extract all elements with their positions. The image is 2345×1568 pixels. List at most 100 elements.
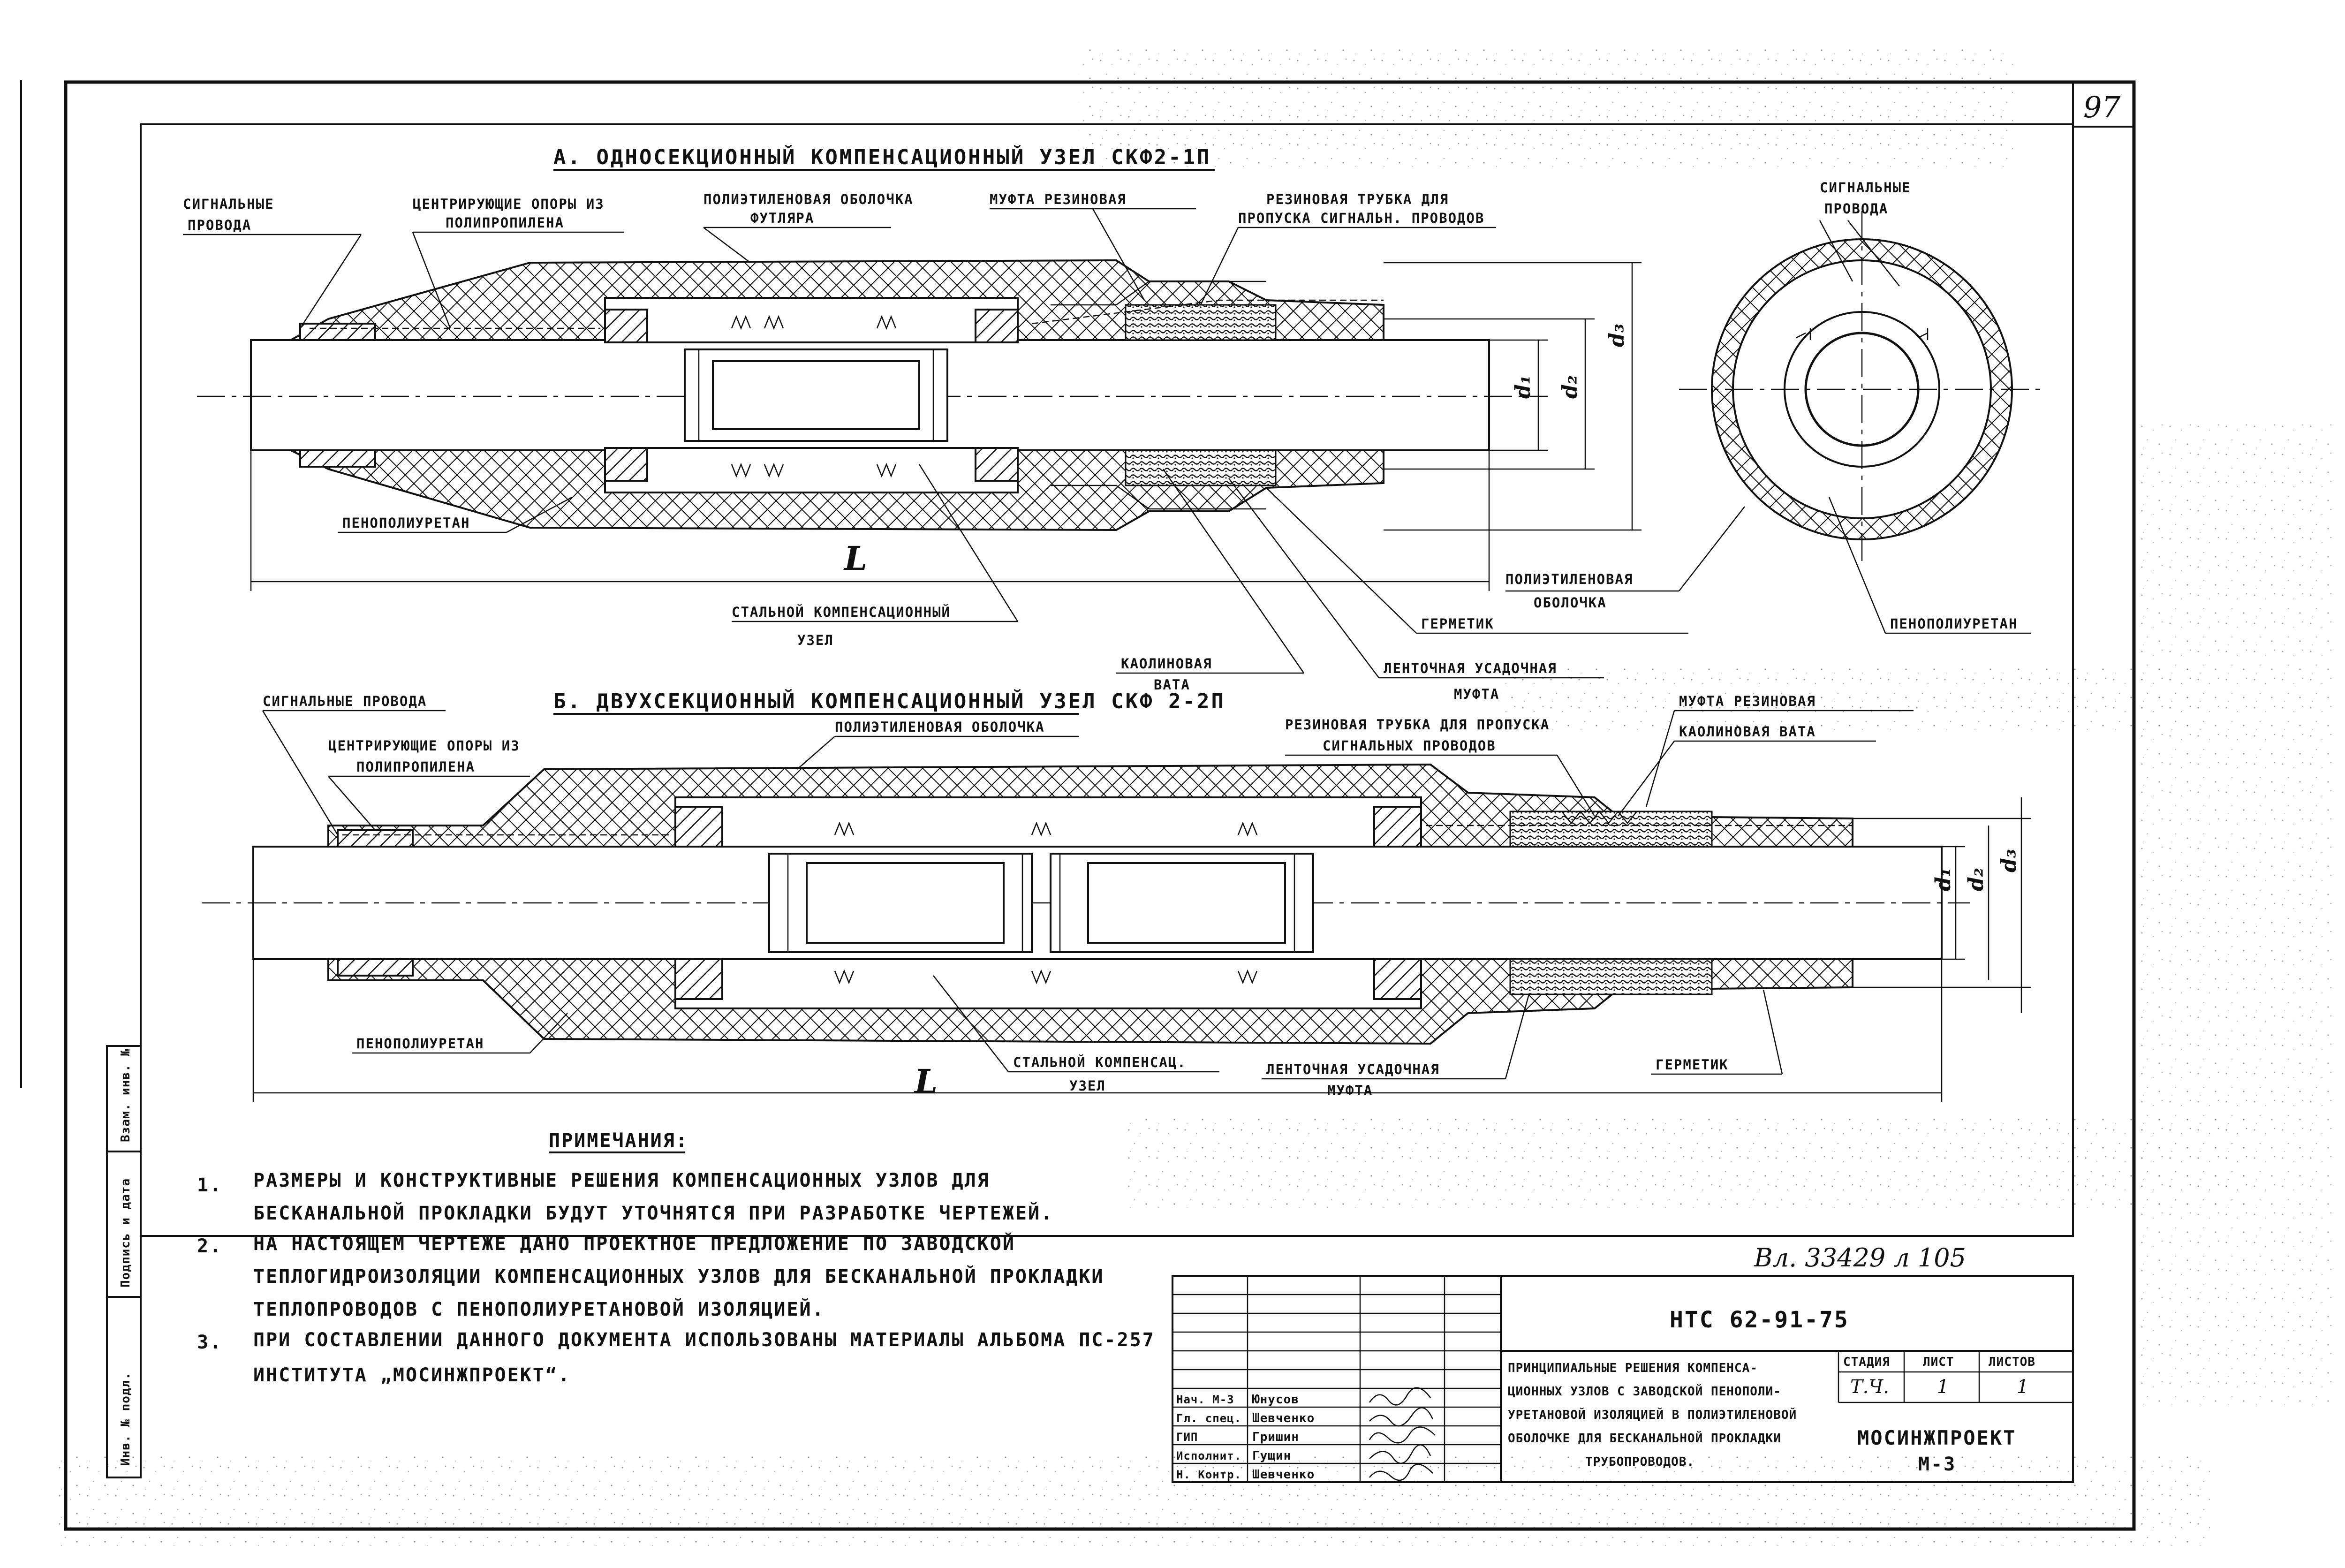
- a-label-centering-2: ПОЛИПРОПИЛЕНА: [446, 215, 564, 231]
- person-5-role: Н. Контр.: [1176, 1468, 1241, 1481]
- a-label-pe-shell-1: ПОЛИЭТИЛЕНОВАЯ ОБОЛОЧКА: [704, 191, 914, 207]
- b-label-tape-sleeve-2: МУФТА: [1327, 1083, 1373, 1098]
- a-label-kaolin-2: ВАТА: [1154, 677, 1190, 693]
- section-a-title: А. ОДНОСЕКЦИОННЫЙ КОМПЕНСАЦИОННЫЙ УЗЕЛ С…: [553, 144, 1211, 169]
- section-b-d1: d₁: [1931, 868, 1955, 891]
- note-1-line-1: РАЗМЕРЫ И КОНСТРУКТИВНЫЕ РЕШЕНИЯ КОМПЕНС…: [253, 1170, 990, 1191]
- title-block-sheet-header: ЛИСТ: [1923, 1355, 1954, 1369]
- b-label-centering-2: ПОЛИПРОПИЛЕНА: [356, 759, 475, 775]
- archive-stamp: Вл. 33429 л 105: [1754, 1243, 1966, 1273]
- b-label-sealant: ГЕРМЕТИК: [1656, 1057, 1729, 1073]
- a-label-rubber-coupling: МУФТА РЕЗИНОВАЯ: [990, 191, 1127, 207]
- side-stamp-replace: Взам. инв. №: [119, 1048, 133, 1142]
- title-block-sheets-value: 1: [2017, 1376, 2028, 1398]
- note-3-line-1: ПРИ СОСТАВЛЕНИИ ДАННОГО ДОКУМЕНТА ИСПОЛЬ…: [253, 1329, 1155, 1351]
- page-number: 97: [2083, 90, 2120, 124]
- section-b-d3: d₃: [1997, 849, 2021, 872]
- section-b-d2: d₂: [1964, 868, 1988, 891]
- a-label-steel-node-1: СТАЛЬНОЙ КОМПЕНСАЦИОННЫЙ: [732, 604, 951, 620]
- section-a-length: L: [843, 539, 867, 578]
- a-label-pe-shell-2: ФУТЛЯРА: [750, 210, 814, 226]
- person-5-name: Шевченко: [1252, 1468, 1315, 1482]
- side-stamp-sign: Подпись и дата: [119, 1178, 133, 1288]
- a-xs-pe-1: ПОЛИЭТИЛЕНОВАЯ: [1505, 571, 1633, 587]
- note-2-line-2: ТЕПЛОГИДРОИЗОЛЯЦИИ КОМПЕНСАЦИОННЫХ УЗЛОВ…: [253, 1265, 1104, 1288]
- b-label-tape-sleeve-1: ЛЕНТОЧНАЯ УСАДОЧНАЯ: [1266, 1061, 1440, 1077]
- a-xs-signal-1: СИГНАЛЬНЫЕ: [1820, 180, 1911, 196]
- note-2-line-3: ТЕПЛОПРОВОДОВ С ПЕНОПОЛИУРЕТАНОВОЙ ИЗОЛЯ…: [253, 1298, 825, 1320]
- section-a-d1: d₁: [1511, 375, 1535, 399]
- b-label-signal-wires: СИГНАЛЬНЫЕ ПРОВОДА: [263, 693, 427, 709]
- person-2-name: Шевченко: [1252, 1411, 1315, 1425]
- person-3-role: ГИП: [1176, 1431, 1198, 1444]
- a-label-kaolin-1: КАОЛИНОВАЯ: [1121, 656, 1212, 672]
- title-block-desc-2: ЦИОННЫХ УЗЛОВ С ЗАВОДСКОЙ ПЕНОПОЛИ-: [1508, 1384, 1781, 1399]
- sheet-frame: [20, 80, 2136, 1531]
- note-1-line-2: БЕСКАНАЛЬНОЙ ПРОКЛАДКИ БУДУТ УТОЧНЯТСЯ П…: [253, 1202, 1053, 1224]
- a-xs-pe-2: ОБОЛОЧКА: [1534, 595, 1607, 611]
- note-3-num: 3.: [197, 1332, 222, 1353]
- section-a-pipe: [197, 259, 1548, 531]
- b-label-pe-shell: ПОЛИЭТИЛЕНОВАЯ ОБОЛОЧКА: [835, 719, 1045, 735]
- note-2-num: 2.: [197, 1235, 222, 1257]
- section-a: А. ОДНОСЕКЦИОННЫЙ КОМПЕНСАЦИОННЫЙ УЗЕЛ С…: [183, 144, 2045, 702]
- note-3-line-2: ИНСТИТУТА „МОСИНЖПРОЕКТ“.: [253, 1364, 571, 1386]
- section-a-labels: СИГНАЛЬНЫЕ ПРОВОДА ЦЕНТРИРУЮЩИЕ ОПОРЫ ИЗ…: [183, 191, 1688, 702]
- b-label-centering-1: ЦЕНТРИРУЮЩИЕ ОПОРЫ ИЗ: [328, 738, 520, 754]
- b-label-ppu: ПЕНОПОЛИУРЕТАН: [356, 1036, 484, 1052]
- a-label-sealant: ГЕРМЕТИК: [1421, 616, 1494, 632]
- a-xs-ppu: ПЕНОПОЛИУРЕТАН: [1890, 616, 2018, 632]
- a-label-signal-wires-2: ПРОВОДА: [188, 217, 251, 233]
- title-block-desc-1: ПРИНЦИПИАЛЬНЫЕ РЕШЕНИЯ КОМПЕНСА-: [1508, 1361, 1758, 1375]
- section-b-title: Б. ДВУХСЕКЦИОННЫЙ КОМПЕНСАЦИОННЫЙ УЗЕЛ С…: [553, 689, 1225, 713]
- section-b-dimensions: L d₁ d₂ d₃: [252, 797, 2031, 1102]
- a-xs-signal-2: ПРОВОДА: [1824, 201, 1888, 217]
- title-block: НТС 62-91-75 ПРИНЦИПИАЛЬНЫЕ РЕШЕНИЯ КОМП…: [1172, 1275, 2074, 1483]
- section-a-dimensions: L d₁ d₂ d₃: [250, 262, 1642, 591]
- section-a-d3: d₃: [1605, 324, 1629, 347]
- note-1-num: 1.: [197, 1174, 222, 1196]
- side-stamp: Инв. № подл. Подпись и дата Взам. инв. №: [106, 1045, 142, 1478]
- person-1-name: Юнусов: [1252, 1393, 1299, 1407]
- note-2-line-1: НА НАСТОЯЩЕМ ЧЕРТЕЖЕ ДАНО ПРОЕКТНОЕ ПРЕД…: [253, 1232, 1015, 1255]
- person-4-name: Гущин: [1252, 1449, 1291, 1463]
- a-label-signal-wires-1: СИГНАЛЬНЫЕ: [183, 196, 274, 212]
- b-label-rubber-coupling: МУФТА РЕЗИНОВАЯ: [1679, 693, 1816, 709]
- title-block-desc-4: ОБОЛОЧКЕ ДЛЯ БЕСКАНАЛЬНОЙ ПРОКЛАДКИ: [1508, 1431, 1781, 1446]
- title-block-desc-5: ТРУБОПРОВОДОВ.: [1585, 1455, 1694, 1469]
- title-block-stage-value: Т.Ч.: [1850, 1376, 1889, 1398]
- a-label-tape-sleeve-2: МУФТА: [1454, 686, 1499, 702]
- title-block-stage-header: СТАДИЯ: [1843, 1355, 1890, 1369]
- b-label-steel-node-2: УЗЕЛ: [1069, 1078, 1106, 1094]
- section-b-labels: СИГНАЛЬНЫЕ ПРОВОДА ЦЕНТРИРУЮЩИЕ ОПОРЫ ИЗ…: [262, 693, 1914, 1098]
- side-stamp-inv: Инв. № подл.: [119, 1372, 133, 1466]
- b-label-rubber-tube-2: СИГНАЛЬНЫХ ПРОВОДОВ: [1323, 738, 1496, 754]
- a-label-tape-sleeve-1: ЛЕНТОЧНАЯ УСАДОЧНАЯ: [1384, 660, 1557, 676]
- a-label-ppu: ПЕНОПОЛИУРЕТАН: [342, 515, 470, 531]
- title-block-doc-code: НТС 62-91-75: [1670, 1307, 1849, 1333]
- a-label-rubber-tube-1: РЕЗИНОВАЯ ТРУБКА ДЛЯ: [1266, 191, 1449, 207]
- person-2-role: Гл. спец.: [1176, 1412, 1241, 1425]
- section-b: Б. ДВУХСЕКЦИОННЫЙ КОМПЕНСАЦИОННЫЙ УЗЕЛ С…: [202, 689, 2031, 1102]
- title-block-org: МОСИНЖПРОЕКТ: [1857, 1426, 2016, 1449]
- title-block-org-dept: М-3: [1918, 1454, 1956, 1475]
- a-label-steel-node-2: УЗЕЛ: [797, 632, 834, 648]
- title-block-sheet-value: 1: [1937, 1376, 1949, 1398]
- person-4-role: Исполнит.: [1176, 1449, 1241, 1462]
- section-a-cross-section: СИГНАЛЬНЫЕ ПРОВОДА ПОЛИЭТИЛЕНОВАЯ ОБОЛОЧ…: [1505, 180, 2045, 634]
- notes-heading: ПРИМЕЧАНИЯ:: [549, 1130, 688, 1151]
- person-1-role: Нач. М-3: [1176, 1393, 1234, 1406]
- person-3-name: Гришин: [1252, 1430, 1299, 1444]
- b-label-steel-node-1: СТАЛЬНОЙ КОМПЕНСАЦ.: [1013, 1054, 1187, 1070]
- b-label-kaolin: КАОЛИНОВАЯ ВАТА: [1679, 724, 1816, 740]
- title-block-desc-3: УРЕТАНОВОЙ ИЗОЛЯЦИЕЙ В ПОЛИЭТИЛЕНОВОЙ: [1508, 1407, 1797, 1422]
- a-label-centering-1: ЦЕНТРИРУЮЩИЕ ОПОРЫ ИЗ: [413, 196, 605, 212]
- a-label-rubber-tube-2: ПРОПУСКА СИГНАЛЬН. ПРОВОДОВ: [1238, 210, 1484, 226]
- notes-block: ПРИМЕЧАНИЯ: 1. РАЗМЕРЫ И КОНСТРУКТИВНЫЕ …: [197, 1130, 1155, 1386]
- section-a-d2: d₂: [1558, 375, 1582, 399]
- section-b-pipe: [202, 763, 1970, 1045]
- title-block-sheets-header: ЛИСТОВ: [1989, 1355, 2035, 1369]
- section-b-length: L: [914, 1062, 938, 1101]
- signatures: [1369, 1387, 1436, 1481]
